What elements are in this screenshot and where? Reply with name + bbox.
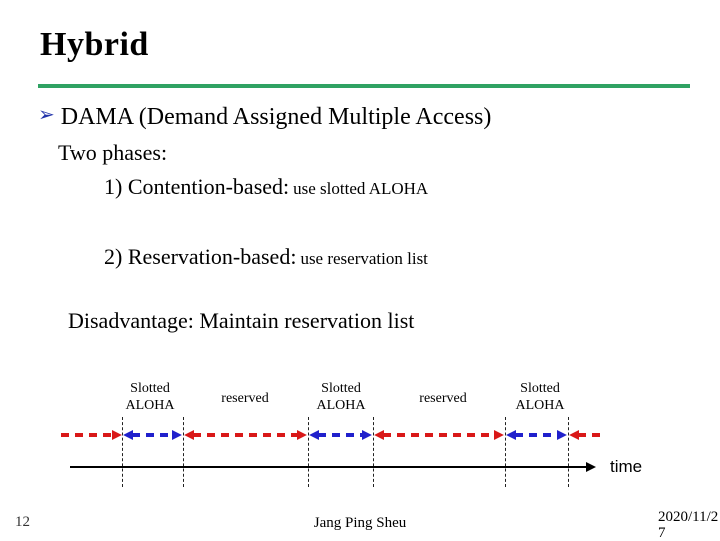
author-name: Jang Ping Sheu xyxy=(313,515,407,531)
slot-boundary-line xyxy=(373,417,374,487)
slide-date: 2020/11/2 7 xyxy=(658,509,719,541)
phase1-note-text: use slotted ALOHA xyxy=(293,179,429,198)
phase2-note-text: use reservation list xyxy=(300,249,428,268)
two-phases-text: Two phases: xyxy=(58,140,168,165)
region-label-slotted-aloha-2: Slotted ALOHA xyxy=(316,381,366,413)
time-axis-line xyxy=(70,466,588,468)
slide-title: Hybrid xyxy=(40,26,149,63)
slot-boundary-line xyxy=(568,417,569,487)
title-underline xyxy=(38,84,690,88)
dama-bullet-line: ➢DAMA (Demand Assigned Multiple Access) xyxy=(38,102,491,131)
region-label-slotted-aloha-3: Slotted ALOHA xyxy=(515,381,565,413)
page-number: 12 xyxy=(15,514,30,530)
region-label-reserved-2: reserved xyxy=(419,391,467,406)
slot-boundary-line xyxy=(308,417,309,487)
slot-boundary-line xyxy=(183,417,184,487)
phase2-main-text: 2) Reservation-based: xyxy=(104,244,297,269)
phase1-main-text: 1) Contention-based: xyxy=(104,174,290,199)
slot-boundary-line xyxy=(505,417,506,487)
region-label-reserved-1: reserved xyxy=(221,391,269,406)
disadvantage-text: Disadvantage: Maintain reservation list xyxy=(68,308,415,333)
bullet-arrow-icon: ➢ xyxy=(38,102,55,126)
phase1-line: 1) Contention-based: use slotted ALOHA xyxy=(104,174,428,200)
time-axis-arrowhead-icon xyxy=(586,462,596,472)
phase2-line: 2) Reservation-based: use reservation li… xyxy=(104,244,428,270)
time-axis-label: time xyxy=(610,457,643,476)
interval-arrows xyxy=(61,430,603,440)
slot-boundary-line xyxy=(122,417,123,487)
region-label-slotted-aloha-1: Slotted ALOHA xyxy=(125,381,175,413)
dama-text: DAMA (Demand Assigned Multiple Access) xyxy=(60,104,492,130)
